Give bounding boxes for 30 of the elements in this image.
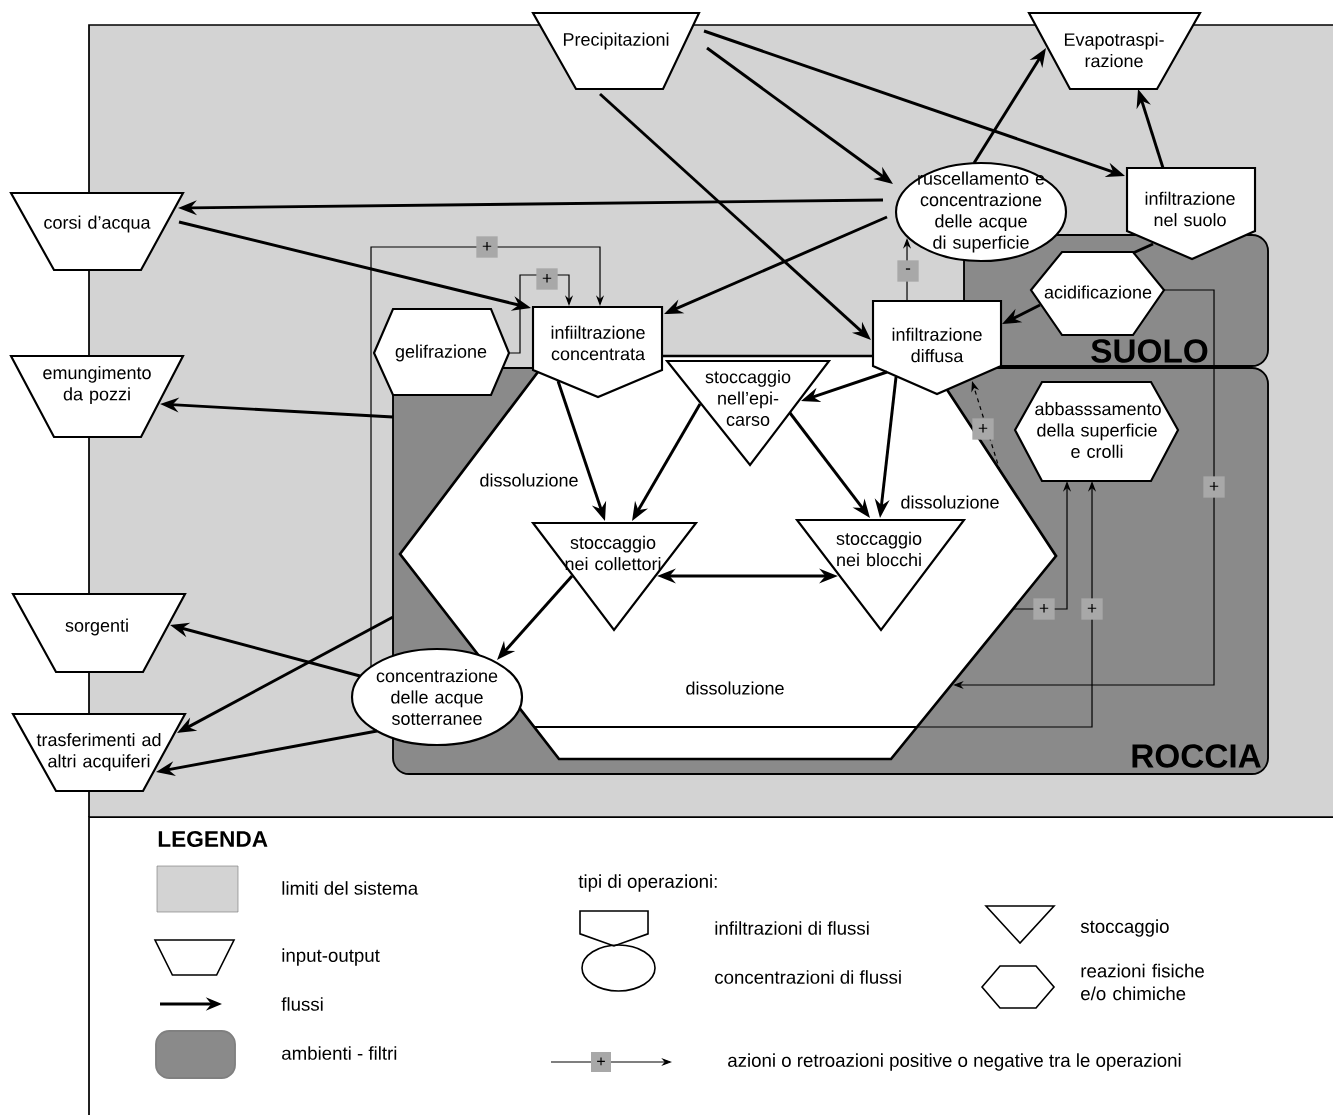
- legend-entry: flussi: [160, 997, 323, 1011]
- input-output-trapezoid: trasferimenti ad altri acquiferi: [11, 712, 187, 793]
- feedback-arrow: [370, 246, 605, 668]
- legend-entry: concentrazioni di flussi: [581, 944, 901, 992]
- feedback-arrow: [508, 274, 574, 354]
- reaction-hexagon: gelifrazione: [372, 307, 511, 397]
- legend-entry: infiltrazioni di flussi: [579, 910, 869, 947]
- input-output-trapezoid: Precipitazioni: [531, 11, 701, 91]
- legend-entry: limiti del sistema: [156, 865, 419, 913]
- infiltration-pentagon: infiltrazione nel suolo: [1125, 166, 1257, 261]
- edge-label: +: [1081, 598, 1103, 620]
- edge-label: +: [972, 418, 994, 440]
- input-output-trapezoid: Evapotraspi- razione: [1027, 11, 1202, 91]
- input-output-trapezoid: corsi d’acqua: [9, 191, 185, 272]
- sign-label: +: [591, 1052, 611, 1072]
- edge-label: +: [1033, 598, 1055, 620]
- input-output-trapezoid: emungimento da pozzi: [9, 354, 185, 439]
- reaction-hexagon: abbasssamento della superficie e crolli: [1013, 380, 1180, 483]
- edge-label: +: [476, 236, 498, 258]
- edge-label: +: [1203, 476, 1225, 498]
- infiltration-pentagon: infiiltrazione concentrata: [531, 305, 664, 399]
- legend-title: LEGENDA: [158, 831, 268, 848]
- legend-entry: ambienti - filtri: [155, 1030, 397, 1079]
- legend-heading: tipi di operazioni:: [578, 874, 717, 892]
- edge-label: -: [897, 260, 919, 282]
- infiltration-pentagon: infiltrazione diffusa: [871, 299, 1003, 396]
- reaction-hexagon: acidificazione: [1029, 250, 1166, 337]
- input-output-trapezoid: sorgenti: [11, 592, 187, 674]
- flow-line: [1132, 242, 1154, 255]
- edge-label: +: [536, 268, 558, 290]
